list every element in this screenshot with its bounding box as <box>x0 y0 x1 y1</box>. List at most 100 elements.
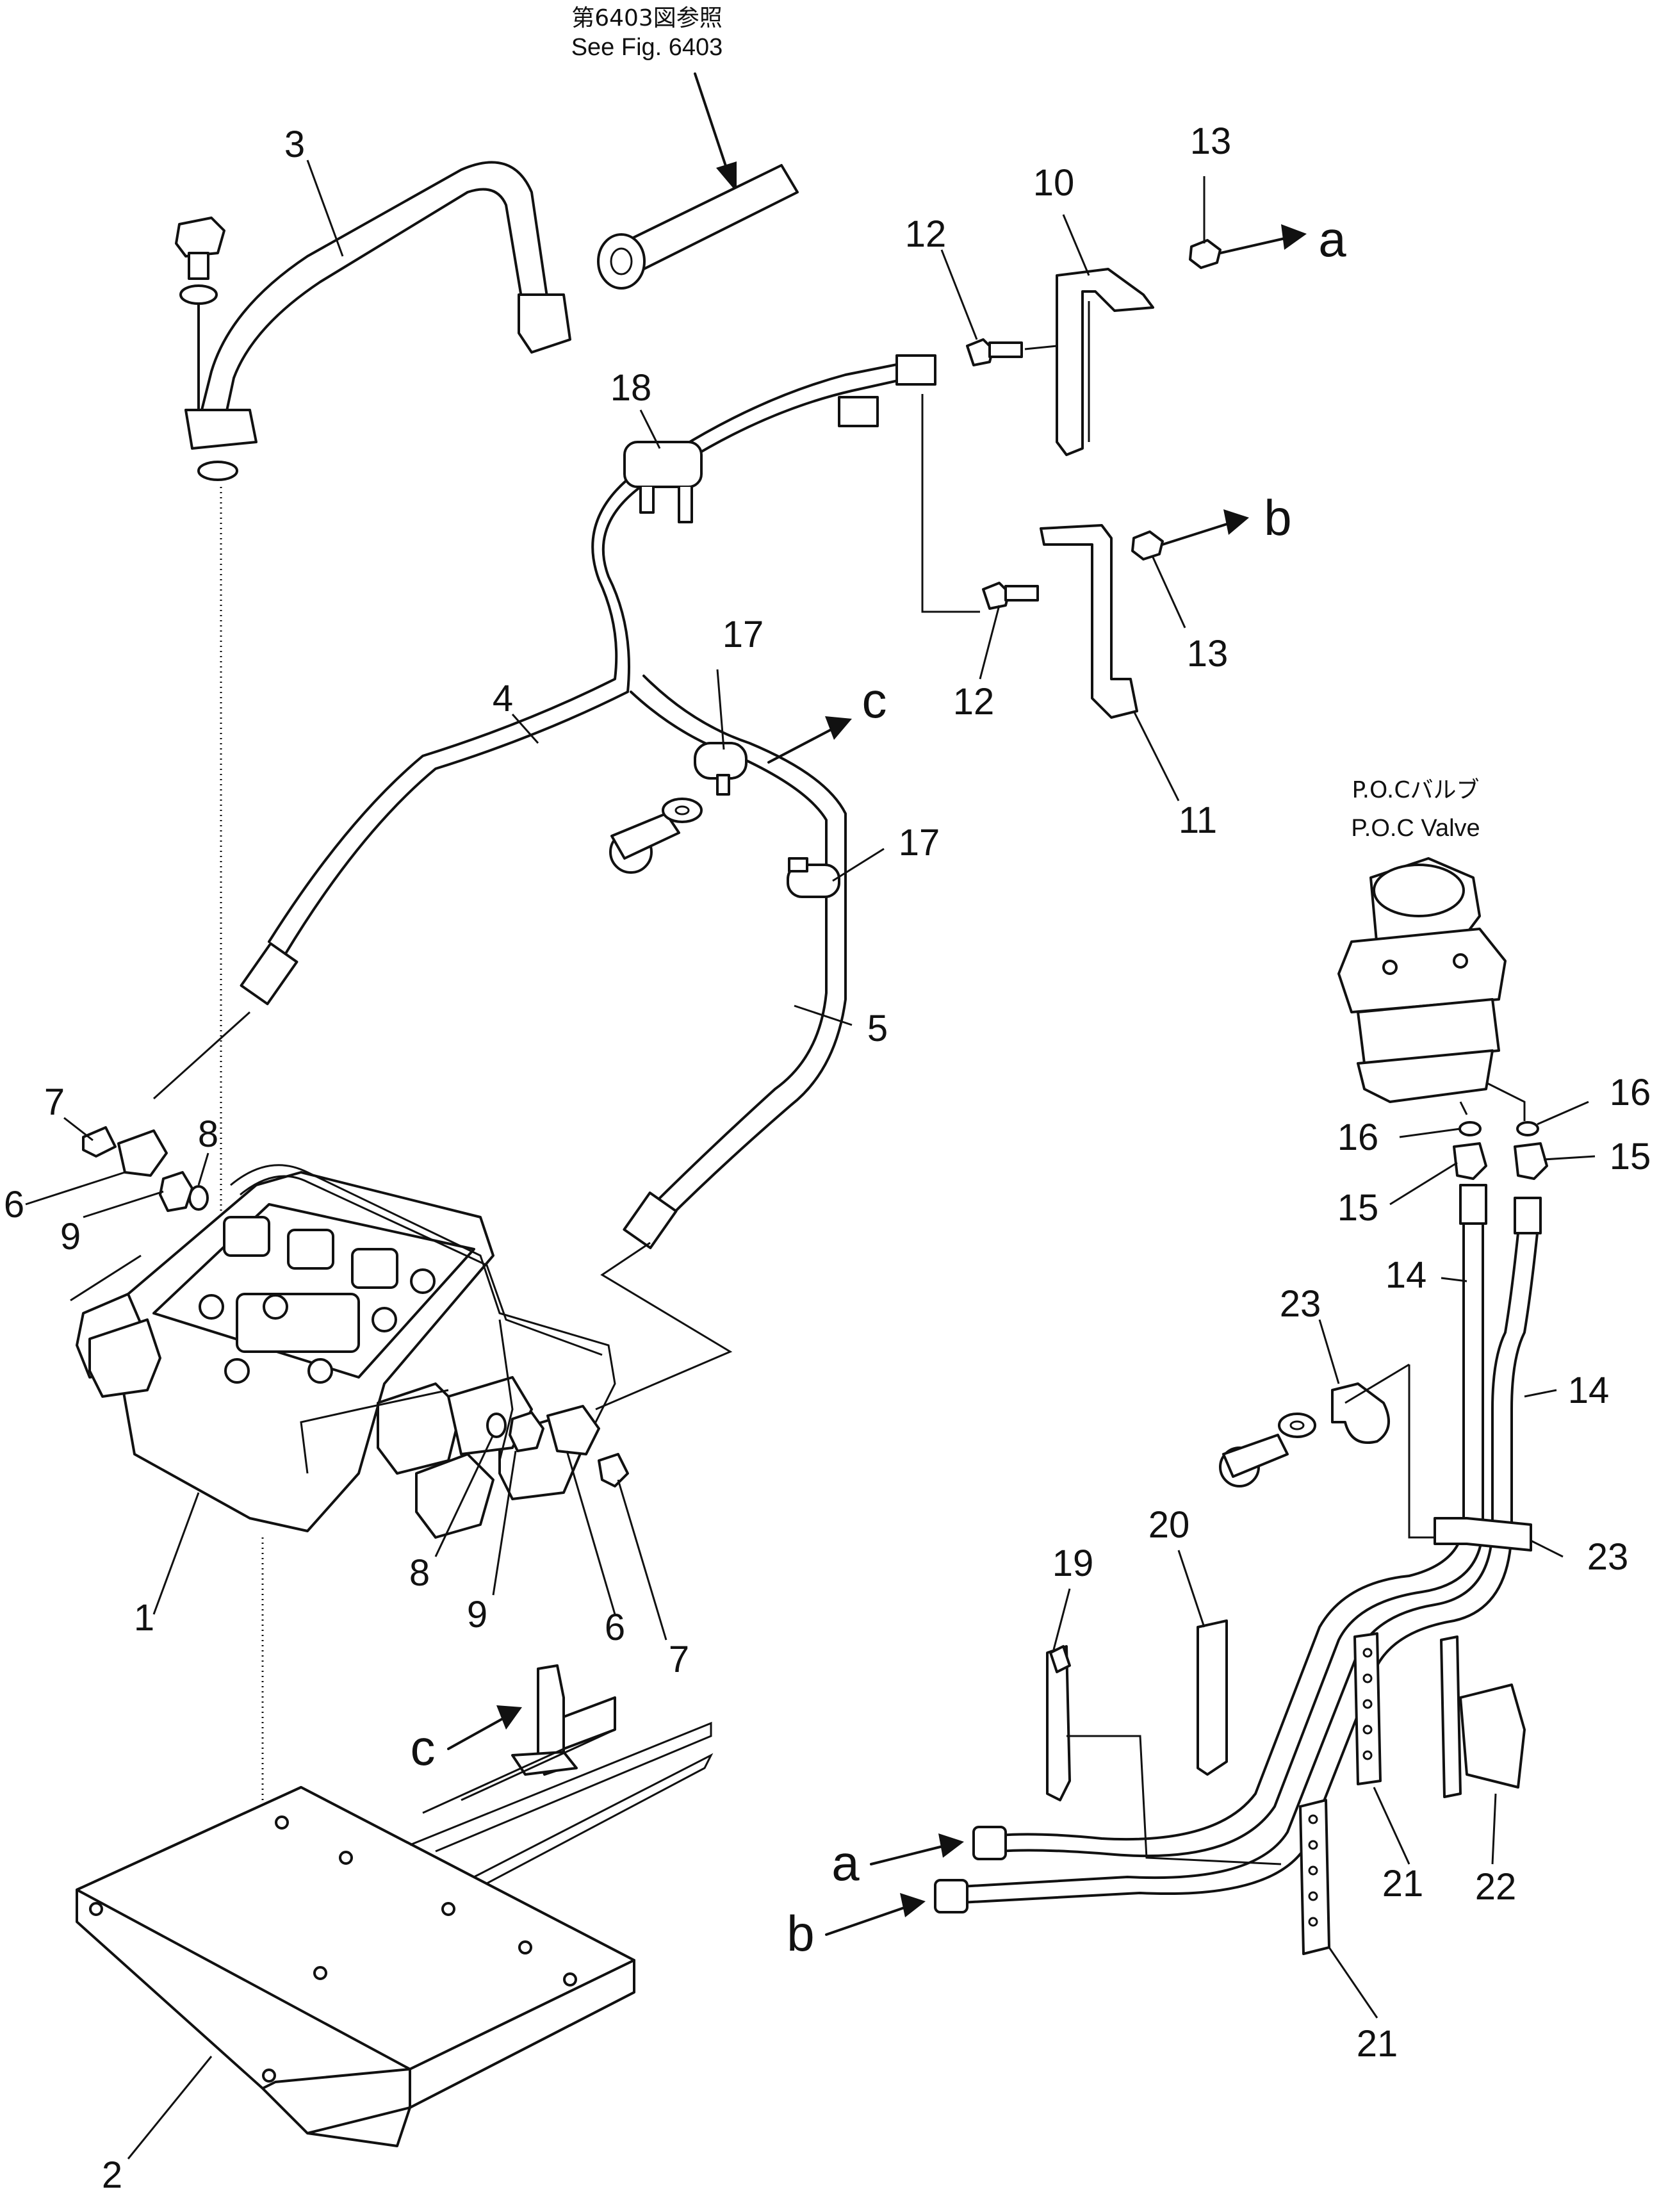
clamp-part-17-upper <box>694 742 748 796</box>
elbow-part-6-left <box>117 1129 168 1177</box>
clamp-part-17-lower <box>787 857 840 898</box>
callout-21-lower: 21 <box>1357 2023 1398 2065</box>
clamp-part-23-upper <box>1331 1382 1390 1444</box>
o-ring-part-16-left <box>1458 1121 1482 1136</box>
bracket-part-20 <box>1197 1619 1228 1776</box>
callout-19: 19 <box>1052 1543 1094 1584</box>
fig-reference-arrowhead <box>716 161 737 192</box>
arrow-a-line <box>1219 236 1292 254</box>
inlet-pipe <box>597 164 799 290</box>
block-part-22 <box>1440 1635 1526 1798</box>
callout-6-right: 6 <box>605 1607 625 1648</box>
callout-18: 18 <box>610 367 652 409</box>
fitting-part-15-left <box>1453 1142 1487 1180</box>
control-valve-part-1 <box>76 1164 616 1539</box>
fig-reference-en: See Fig. 6403 <box>571 34 723 61</box>
callout-22: 22 <box>1475 1866 1517 1908</box>
callout-5: 5 <box>867 1008 888 1049</box>
bracket-part-19 <box>1046 1645 1071 1801</box>
o-ring-part-16-right <box>1516 1121 1539 1136</box>
callout-7-right: 7 <box>669 1639 689 1680</box>
tubes-to-a-b <box>934 1523 1513 1913</box>
bolt-to-bracket-10-line <box>1024 345 1058 350</box>
block-part-21-upper <box>1353 1632 1382 1785</box>
poc-valve-label-en: P.O.C Valve <box>1351 815 1480 842</box>
elbow-part-6-right <box>546 1405 600 1455</box>
nut-part-13-upper <box>1189 239 1222 269</box>
callout-8-right: 8 <box>409 1552 430 1594</box>
clamp-part-23-lower <box>1434 1517 1532 1552</box>
hose-part-14-b <box>1491 1197 1542 1526</box>
base-plate-part-2 <box>76 1721 714 2147</box>
plug-part-7-left <box>82 1126 117 1158</box>
fitting-part-15-right <box>1514 1142 1548 1180</box>
hose-to-bolt-connector <box>921 394 980 613</box>
callout-9-right: 9 <box>467 1594 487 1635</box>
poc-valve-label-jp: P.O.Cバルブ <box>1352 777 1479 803</box>
callout-8-left: 8 <box>198 1113 218 1155</box>
leader-valve-to-hose4 <box>70 1254 142 1302</box>
arrow-c-bottom-line <box>447 1716 507 1750</box>
callout-15-right: 15 <box>1610 1136 1651 1177</box>
callout-6-left: 6 <box>4 1184 24 1225</box>
callout-13-upper: 13 <box>1190 120 1232 162</box>
leader-clamp23-upper <box>1344 1363 1410 1404</box>
bolt-clamp-23 <box>1219 1413 1316 1487</box>
clamp-part-18 <box>623 441 703 523</box>
letter-a-top: a <box>1318 211 1346 267</box>
leader-hose5-to-elbow <box>595 1241 733 1411</box>
arrow-b-line <box>1161 521 1234 546</box>
leader-hose4-to-elbow <box>152 1011 251 1100</box>
callout-16-left: 16 <box>1337 1117 1379 1158</box>
callout-11: 11 <box>1179 799 1217 841</box>
callout-20: 20 <box>1148 1504 1190 1546</box>
bolt-part-12-upper <box>966 338 1023 366</box>
callout-labels: 1 2 3 4 5 6 6 7 7 8 8 9 9 10 11 12 12 13… <box>4 120 1651 2196</box>
callout-21-upper: 21 <box>1382 1863 1424 1905</box>
arrow-a-bottom-line <box>870 1844 949 1865</box>
bracket-part-11 <box>1040 524 1138 719</box>
letter-c-bottom: c <box>411 1719 436 1776</box>
bolt-flange <box>175 217 225 411</box>
arrow-c-top-line <box>767 726 837 764</box>
nut-part-9-right <box>509 1411 544 1452</box>
callout-12-lower: 12 <box>953 681 995 723</box>
leader-poc-16-left <box>1459 1101 1468 1115</box>
callout-7-left: 7 <box>44 1081 65 1123</box>
callout-10: 10 <box>1033 162 1075 204</box>
callout-12-upper: 12 <box>905 213 947 255</box>
o-ring-flange <box>197 461 238 481</box>
arrow-c-top-head <box>825 716 852 740</box>
callout-13-lower: 13 <box>1187 633 1229 675</box>
callout-3: 3 <box>284 124 305 165</box>
poc-valve <box>1337 857 1507 1103</box>
callout-14-lower: 14 <box>1568 1370 1610 1411</box>
leader-clamp23 <box>1408 1364 1435 1539</box>
callout-2: 2 <box>102 2154 122 2196</box>
plug-part-7-right <box>598 1453 629 1487</box>
callout-9-left: 9 <box>60 1216 81 1258</box>
o-ring-part-8-right <box>486 1413 507 1438</box>
callout-4: 4 <box>493 678 513 719</box>
callout-17-upper: 17 <box>723 614 764 655</box>
callout-1: 1 <box>134 1597 154 1639</box>
arrow-b-head <box>1223 509 1249 535</box>
callout-17-lower: 17 <box>899 822 940 864</box>
callout-23-lower: 23 <box>1587 1536 1629 1578</box>
arrow-c-bottom-head <box>496 1705 522 1730</box>
leader-poc-16-right <box>1485 1081 1526 1121</box>
connection-letters: a b c c a b <box>411 211 1347 1962</box>
nut-part-13-lower <box>1131 530 1164 561</box>
arrow-b-bottom-head <box>900 1893 926 1917</box>
callout-15-left: 15 <box>1337 1187 1379 1229</box>
bolt-part-12-lower <box>982 582 1039 610</box>
fig-reference-jp: 第6403図参照 <box>571 5 723 31</box>
nut-part-9-left <box>159 1171 193 1212</box>
arrow-a-bottom-head <box>938 1833 964 1858</box>
pipe-part-3 <box>184 161 571 450</box>
arrow-b-bottom-line <box>825 1905 911 1936</box>
letter-b-top: b <box>1264 489 1291 546</box>
block-part-21-lower <box>1299 1799 1330 1955</box>
hose-part-4 <box>240 354 936 1006</box>
